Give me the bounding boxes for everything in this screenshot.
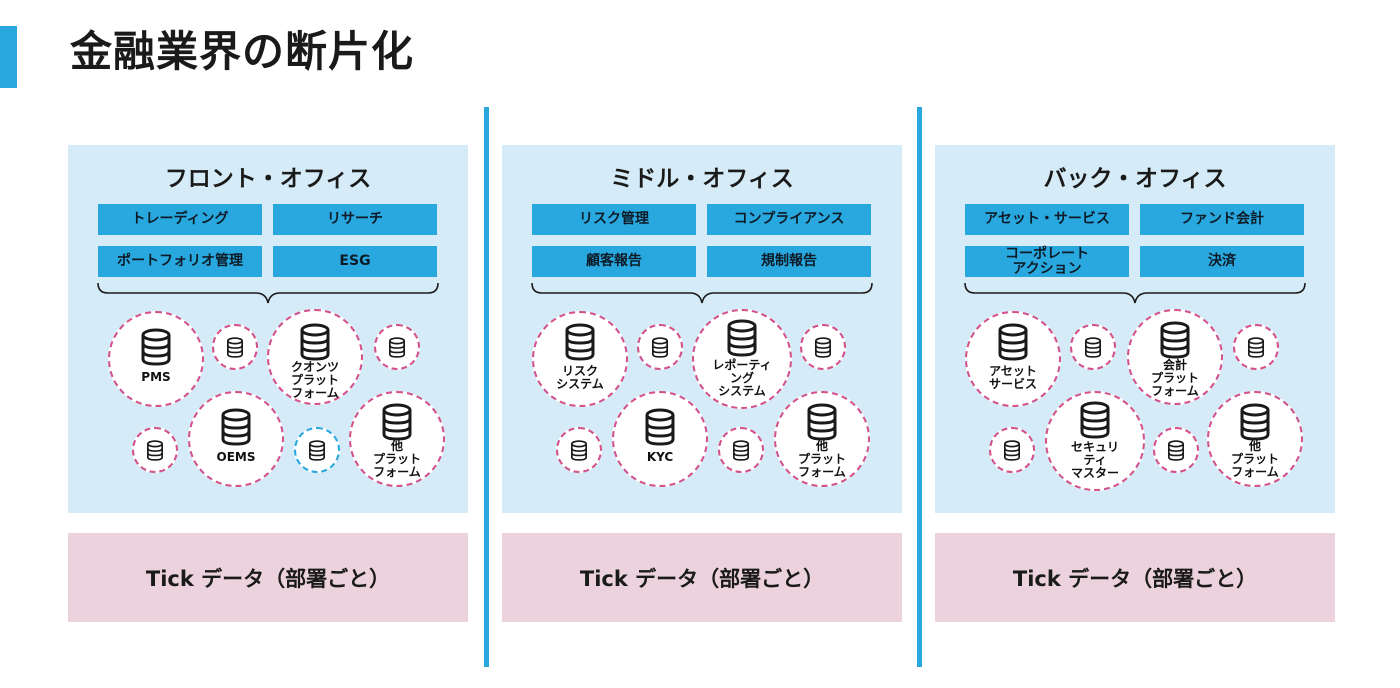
database-icon [1240, 403, 1270, 441]
panel-title: フロント・オフィス [164, 166, 372, 192]
system-bubble-reporting-system: レポーティ ング システム [692, 309, 792, 409]
column-divider-1 [484, 107, 489, 667]
function-compliance: コンプライアンス [707, 204, 871, 235]
database-icon [570, 440, 588, 461]
system-bubble-small [1153, 427, 1199, 473]
system-label: OEMS [216, 450, 256, 464]
system-bubble-small [1233, 324, 1279, 370]
database-icon [1080, 401, 1110, 439]
database-icon [146, 440, 164, 461]
grouping-brace [97, 282, 439, 304]
back-office-panel: バック・オフィス アセット・サービス ファンド会計 コーポレート アクション 決… [935, 145, 1335, 513]
system-bubble-small [800, 324, 846, 370]
panel-title: バック・オフィス [1043, 166, 1227, 192]
function-settlement: 決済 [1140, 246, 1304, 277]
function-research: リサーチ [273, 204, 437, 235]
database-icon [1247, 337, 1265, 358]
system-label: 会計 プラット フォーム [1150, 358, 1199, 398]
front-office-panel: フロント・オフィス トレーディング リサーチ ポートフォリオ管理 ESG PMS… [68, 145, 468, 513]
system-label: 他 プラット フォーム [797, 439, 846, 479]
system-label: セキュリ ティ マスター [1070, 440, 1119, 480]
system-bubble-pms: PMS [108, 311, 204, 407]
system-bubble-quant-platform: クオンツ プラット フォーム [267, 309, 363, 405]
system-label: レポーティ ング システム [712, 358, 772, 398]
database-icon [226, 337, 244, 358]
system-bubble-kyc: KYC [612, 391, 708, 487]
page-title: 金融業界の断片化 [70, 27, 415, 76]
system-bubble-asset-service: アセット サービス [965, 311, 1061, 407]
system-label: アセット サービス [988, 364, 1037, 391]
system-bubble-oems: OEMS [188, 391, 284, 487]
database-icon [308, 440, 326, 461]
system-bubble-security-master: セキュリ ティ マスター [1045, 391, 1145, 491]
system-label: KYC [646, 450, 674, 464]
system-label: PMS [141, 370, 171, 384]
database-icon [565, 323, 595, 361]
grouping-brace [964, 282, 1306, 304]
database-icon [998, 323, 1028, 361]
system-label: リスク システム [556, 364, 604, 391]
system-label: 他 プラット フォーム [372, 439, 421, 479]
database-icon [382, 403, 412, 441]
function-regulatory-reporting: 規制報告 [707, 246, 871, 277]
back-office-tick-data: Tick データ（部署ごと） [935, 533, 1335, 622]
function-client-reporting: 顧客報告 [532, 246, 696, 277]
system-bubble-other-platform: 他 プラット フォーム [349, 391, 445, 487]
system-bubble-small [637, 324, 683, 370]
function-asset-servicing: アセット・サービス [965, 204, 1129, 235]
front-office-tick-data: Tick データ（部署ごと） [68, 533, 468, 622]
system-bubble-risk-system: リスク システム [532, 311, 628, 407]
database-icon [727, 319, 757, 357]
function-risk-management: リスク管理 [532, 204, 696, 235]
grouping-brace [531, 282, 873, 304]
database-icon [1084, 337, 1102, 358]
database-icon [1003, 440, 1021, 461]
database-icon [807, 403, 837, 441]
database-icon [732, 440, 750, 461]
database-icon [1167, 440, 1185, 461]
system-bubble-small-blue [294, 427, 340, 473]
system-bubble-small [1070, 324, 1116, 370]
system-bubble-small [556, 427, 602, 473]
system-bubble-other-platform: 他 プラット フォーム [1207, 391, 1303, 487]
system-bubble-small [718, 427, 764, 473]
database-icon [388, 337, 406, 358]
middle-office-panel: ミドル・オフィス リスク管理 コンプライアンス 顧客報告 規制報告 リスク シス… [502, 145, 902, 513]
function-fund-accounting: ファンド会計 [1140, 204, 1304, 235]
system-bubble-small [374, 324, 420, 370]
database-icon [645, 408, 675, 446]
system-label: 他 プラット フォーム [1230, 439, 1279, 479]
panel-title: ミドル・オフィス [610, 166, 794, 192]
system-bubble-small [132, 427, 178, 473]
database-icon [814, 337, 832, 358]
system-bubble-other-platform: 他 プラット フォーム [774, 391, 870, 487]
function-portfolio-management: ポートフォリオ管理 [98, 246, 262, 277]
database-icon [141, 328, 171, 366]
middle-office-tick-data: Tick データ（部署ごと） [502, 533, 902, 622]
function-corporate-actions: コーポレート アクション [965, 246, 1129, 277]
function-trading: トレーディング [98, 204, 262, 235]
database-icon [1160, 321, 1190, 359]
system-bubble-small [989, 427, 1035, 473]
function-esg: ESG [273, 246, 437, 277]
system-bubble-accounting-platform: 会計 プラット フォーム [1127, 309, 1223, 405]
database-icon [300, 323, 330, 361]
system-bubble-small [212, 324, 258, 370]
system-label: クオンツ プラット フォーム [290, 360, 339, 400]
column-divider-2 [917, 107, 922, 667]
database-icon [651, 337, 669, 358]
database-icon [221, 408, 251, 446]
title-accent-bar [0, 26, 17, 88]
